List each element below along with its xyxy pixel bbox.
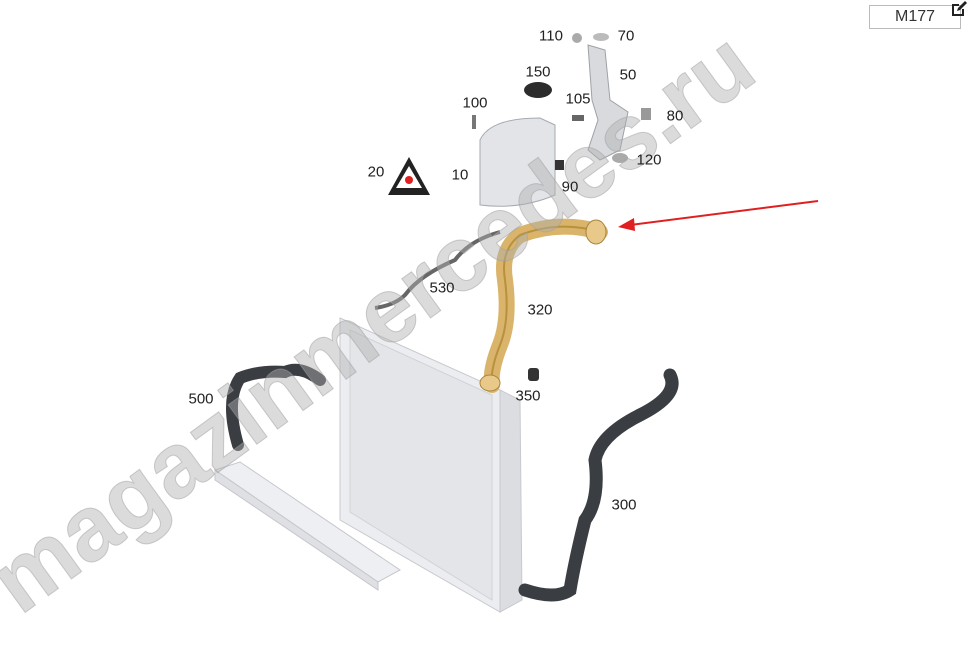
part-90 bbox=[555, 160, 564, 170]
hose-530 bbox=[374, 230, 501, 310]
part-label-50[interactable]: 50 bbox=[619, 66, 637, 84]
part-label-350[interactable]: 350 bbox=[515, 387, 541, 405]
bracket bbox=[572, 33, 651, 163]
part-label-80[interactable]: 80 bbox=[666, 107, 684, 125]
part-label-105[interactable]: 105 bbox=[565, 90, 591, 108]
part-label-150[interactable]: 150 bbox=[525, 63, 551, 81]
radiator bbox=[339, 317, 523, 613]
red-arrow-pointer bbox=[618, 200, 819, 231]
bolt-100 bbox=[472, 115, 476, 129]
part-label-530[interactable]: 530 bbox=[429, 279, 455, 297]
charge-air-cooler bbox=[213, 461, 401, 591]
part-70 bbox=[593, 33, 609, 41]
nut-120 bbox=[612, 153, 628, 163]
part-label-100[interactable]: 100 bbox=[462, 94, 488, 112]
part-label-500[interactable]: 500 bbox=[188, 390, 214, 408]
part-label-320[interactable]: 320 bbox=[527, 301, 553, 319]
warning-label bbox=[388, 157, 430, 195]
expansion-tank bbox=[472, 82, 564, 207]
part-label-70[interactable]: 70 bbox=[617, 27, 635, 45]
hose-300 bbox=[518, 368, 679, 602]
part-350 bbox=[528, 368, 539, 381]
nut-110 bbox=[572, 33, 582, 43]
part-label-110[interactable]: 110 bbox=[539, 27, 563, 45]
part-label-10[interactable]: 10 bbox=[451, 166, 469, 184]
nut-80 bbox=[641, 108, 651, 120]
part-label-120[interactable]: 120 bbox=[636, 151, 662, 169]
bolt-105 bbox=[572, 115, 584, 121]
part-label-300[interactable]: 300 bbox=[611, 496, 637, 514]
edit-icon[interactable] bbox=[950, 0, 968, 18]
engine-variant-badge: M177 bbox=[869, 5, 961, 29]
part-label-20[interactable]: 20 bbox=[367, 163, 385, 181]
hose-500 bbox=[225, 363, 326, 451]
part-label-90[interactable]: 90 bbox=[561, 178, 579, 196]
cap-150 bbox=[524, 82, 552, 98]
